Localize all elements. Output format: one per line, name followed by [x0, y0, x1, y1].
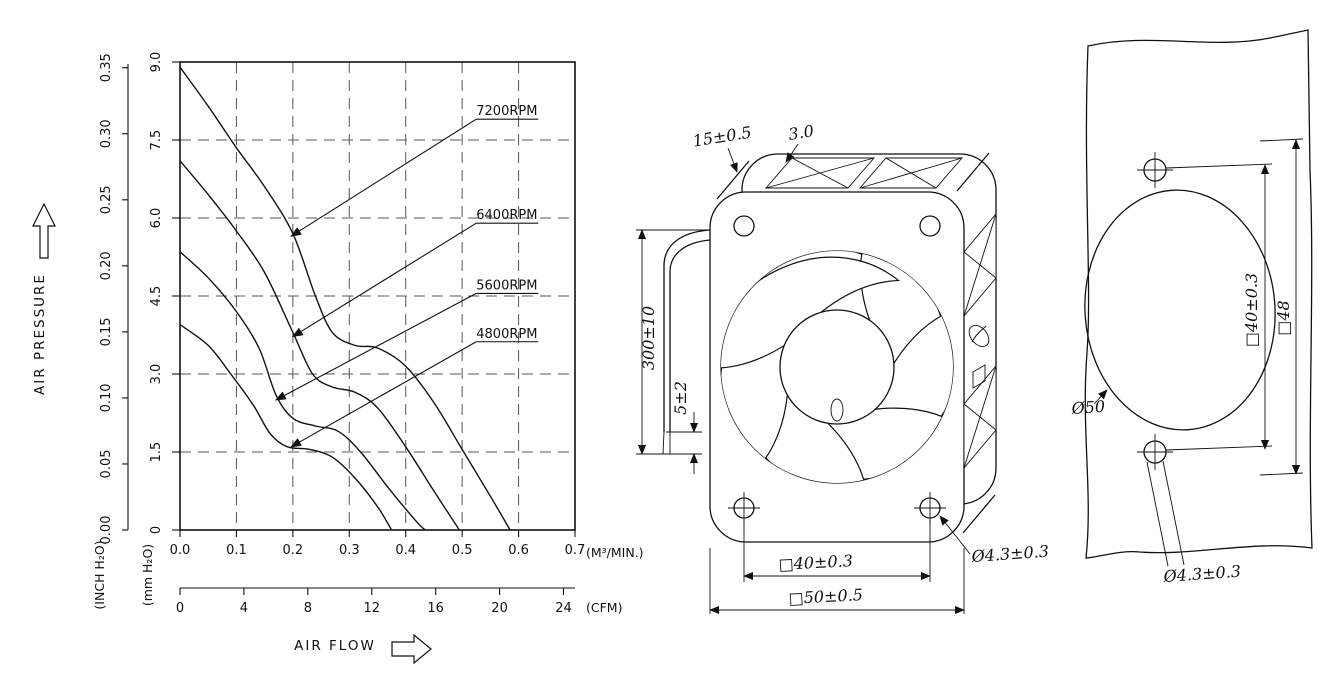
thickness-dimensions: 15±0.5 3.0	[691, 121, 815, 173]
front-hole-top-left	[733, 215, 755, 237]
plate-mount-hole-bottom	[1137, 434, 1173, 470]
dim-frame-size: □50±0.5	[788, 585, 863, 608]
mounting-plate	[1084, 29, 1313, 559]
performance-chart: AIR PRESSURE (INCH H₂O) (mm H₂O) (M³/MIN…	[32, 52, 644, 665]
rpm-label: 5600RPM	[476, 278, 537, 293]
fan-blades	[721, 251, 953, 483]
svg-text:16: 16	[427, 601, 444, 616]
svg-text:6.0: 6.0	[149, 208, 164, 229]
svg-text:7.5: 7.5	[149, 130, 164, 151]
dim-lead-wire-length: 300±10	[639, 306, 658, 370]
y-axis-inch: 0.00 0.05 0.10 0.15 0.20 0.25 0.30 0.35	[99, 53, 129, 545]
air-flow-label: AIR FLOW	[294, 638, 376, 654]
inch-h2o-unit-label: (INCH H₂O)	[92, 540, 107, 609]
air-pressure-axis-title: AIR PRESSURE	[32, 202, 56, 395]
svg-text:0.5: 0.5	[452, 543, 473, 558]
dim-front-hole-pitch: □40±0.3	[778, 551, 853, 574]
fan-outline-drawing: □40±0.3 □48 Ø50 Ø4.3±0.3	[636, 29, 1313, 615]
svg-text:0.15: 0.15	[99, 317, 114, 346]
right-arrow-icon	[391, 633, 432, 665]
svg-text:0.10: 0.10	[99, 383, 114, 412]
front-hole-bottom-left	[728, 492, 760, 524]
air-pressure-label: AIR PRESSURE	[32, 273, 48, 395]
x-axis-m3min: 0.0 0.1 0.2 0.3 0.4 0.5 0.6 0.7	[170, 530, 586, 558]
svg-text:0.1: 0.1	[226, 543, 247, 558]
svg-text:0.2: 0.2	[283, 543, 304, 558]
plate-mount-hole-top	[1137, 152, 1173, 188]
cfm-unit-label: (CFM)	[586, 600, 622, 615]
lead-wires	[662, 229, 711, 455]
dim-lead-strip-length: 5±2	[671, 381, 690, 415]
plate-dimensions: □40±0.3 □48 Ø50 Ø4.3±0.3	[1070, 138, 1304, 586]
svg-text:9.0: 9.0	[149, 52, 164, 73]
svg-text:8: 8	[304, 601, 312, 616]
m3min-unit-label: (M³/MIN.)	[586, 545, 644, 560]
brand-logo-mark	[968, 325, 990, 347]
curve-6400RPM	[179, 160, 460, 531]
svg-text:0.20: 0.20	[99, 251, 114, 280]
svg-text:0.7: 0.7	[565, 543, 586, 558]
chart-gridlines	[180, 62, 575, 530]
curve-7200RPM	[179, 66, 511, 531]
svg-text:3.0: 3.0	[149, 364, 164, 385]
front-hole-bottom-right	[914, 492, 946, 524]
y-axis-mm: 0 1.5 3.0 4.5 6.0 7.5 9.0	[149, 52, 180, 534]
svg-text:1.5: 1.5	[149, 442, 164, 463]
fan-hub	[779, 309, 895, 425]
svg-text:0: 0	[176, 601, 184, 616]
svg-text:0.00: 0.00	[99, 516, 114, 545]
rpm-label: 6400RPM	[476, 208, 537, 223]
svg-text:4: 4	[240, 601, 248, 616]
wire-dimensions: 300±10 5±2	[636, 229, 708, 474]
dim-thickness: 15±0.5	[691, 123, 752, 151]
dim-flange-thickness: 3.0	[787, 121, 815, 144]
dim-plate-mount-hole-dia: Ø4.3±0.3	[1162, 562, 1242, 586]
rpm-labels: 7200RPM 6400RPM 5600RPM 4800RPM	[274, 104, 539, 448]
certification-mark	[972, 364, 986, 389]
air-flow-axis-title: AIR FLOW	[294, 633, 432, 665]
x-axis-cfm: 0 4 8 12 16 20 24	[176, 587, 575, 616]
front-hole-top-right	[919, 215, 941, 237]
svg-text:0.4: 0.4	[395, 543, 416, 558]
svg-text:4.5: 4.5	[149, 286, 164, 307]
curve-4800RPM	[179, 324, 393, 531]
fan-body	[709, 152, 997, 543]
curve-5600RPM	[179, 251, 426, 531]
svg-text:0.35: 0.35	[99, 53, 114, 82]
svg-text:24: 24	[555, 601, 572, 616]
dim-plate-hole-pitch: □40±0.3	[1242, 273, 1261, 347]
mm-h2o-unit-label: (mm H₂O)	[140, 544, 155, 606]
front-dimensions: □40±0.3 □50±0.5 Ø4.3±0.3	[709, 515, 1050, 615]
svg-text:0.0: 0.0	[170, 543, 191, 558]
dim-plate-hole-dia: Ø50	[1070, 397, 1106, 418]
svg-text:0.3: 0.3	[339, 543, 360, 558]
svg-text:0: 0	[149, 526, 164, 534]
hub-slot	[830, 398, 844, 422]
fan-curves	[179, 66, 511, 531]
svg-text:0.05: 0.05	[99, 449, 114, 478]
svg-text:0.30: 0.30	[99, 119, 114, 148]
up-arrow-icon	[32, 202, 56, 259]
svg-text:0.25: 0.25	[99, 185, 114, 214]
svg-text:12: 12	[363, 601, 380, 616]
svg-text:0.6: 0.6	[508, 543, 529, 558]
rpm-label: 7200RPM	[476, 104, 537, 119]
dim-plate-size: □48	[1274, 300, 1293, 335]
plate-air-hole	[1084, 189, 1276, 431]
rpm-label: 4800RPM	[476, 327, 537, 342]
dim-front-hole-dia: Ø4.3±0.3	[970, 542, 1050, 566]
top-vent-cutouts	[765, 157, 963, 189]
svg-text:20: 20	[491, 601, 508, 616]
